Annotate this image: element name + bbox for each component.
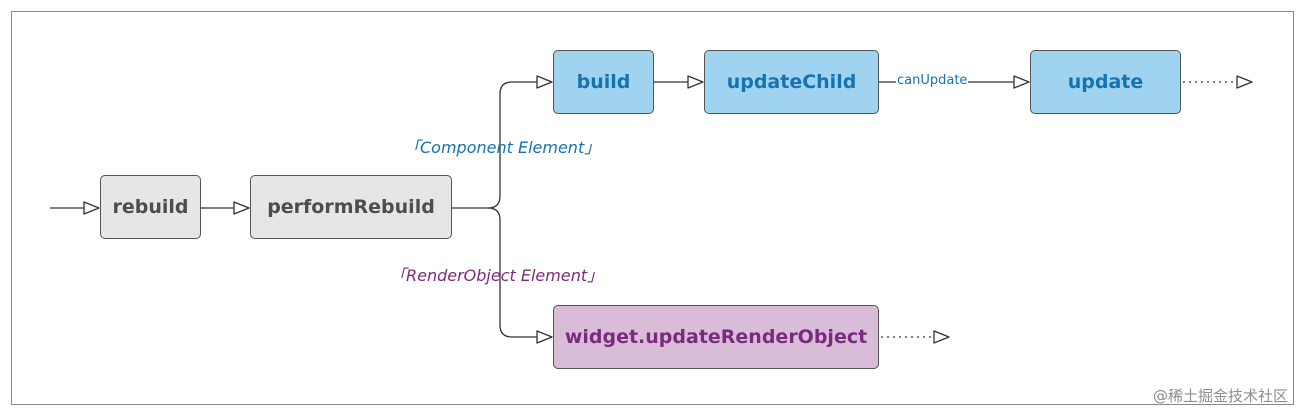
node-build: build (553, 50, 654, 114)
watermark: @稀土掘金技术社区 (1152, 387, 1288, 405)
label-component-element: 「Component Element」 (404, 138, 601, 157)
node-update: update (1030, 50, 1181, 114)
arrowhead-update (1013, 75, 1030, 89)
arrowhead-updatechild (687, 75, 704, 89)
node-rebuild-label: rebuild (112, 196, 189, 218)
edge-branch-widget (487, 207, 537, 338)
arrowhead-rebuild (83, 201, 100, 215)
arrowhead-widget (536, 330, 553, 344)
node-build-label: build (576, 71, 631, 93)
edge-branch-build (487, 81, 537, 209)
node-update-child-label: updateChild (726, 71, 857, 93)
node-perform-rebuild-label: performRebuild (267, 196, 435, 218)
node-widget-update-render-object-label: widget.updateRenderObject (564, 326, 868, 348)
node-update-label: update (1067, 71, 1144, 93)
arrowhead-perform (233, 201, 250, 215)
label-render-object-element: 「RenderObject Element」 (390, 266, 604, 285)
node-update-child: updateChild (704, 50, 879, 114)
label-can-update: canUpdate (896, 73, 969, 88)
node-rebuild: rebuild (100, 175, 201, 239)
node-widget-update-render-object: widget.updateRenderObject (553, 305, 879, 369)
node-perform-rebuild: performRebuild (250, 175, 452, 239)
arrowhead-update-continue (1236, 75, 1253, 89)
arrowhead-widget-continue (933, 330, 950, 344)
arrowhead-build (536, 75, 553, 89)
